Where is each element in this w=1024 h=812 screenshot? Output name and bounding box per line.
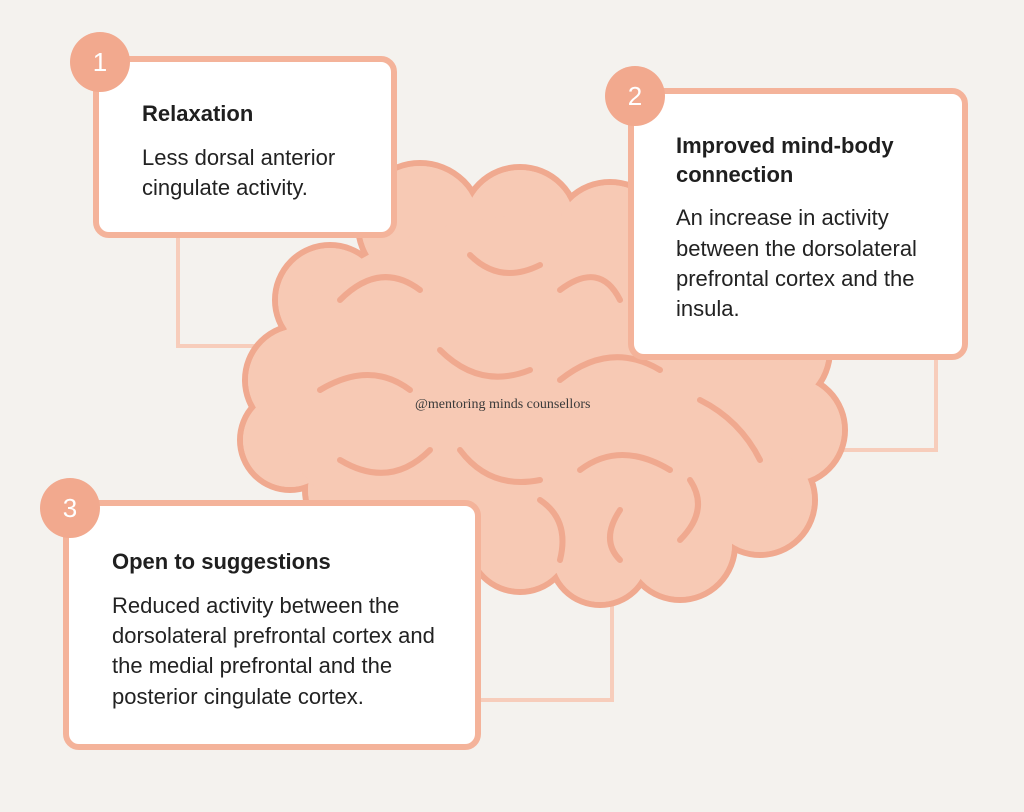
connector-line-2 [820,360,938,452]
number-badge: 2 [605,66,665,126]
card-mind-body-connection: Improved mind-body connection An increas… [628,88,968,360]
connector-line-1 [176,238,290,348]
card-title: Open to suggestions [112,549,331,574]
card-title: Relaxation [142,101,254,126]
card-description: Reduced activity between the dorsolatera… [112,592,435,709]
card-open-to-suggestions: Open to suggestions Reduced activity bet… [63,500,481,750]
number-badge: 1 [70,32,130,92]
card-relaxation: Relaxation Less dorsal anterior cingulat… [93,56,397,238]
card-description: An increase in activity between the dors… [676,205,917,322]
card-description: Less dorsal anterior cingulate activity. [142,144,336,200]
connector-lines [176,238,938,702]
watermark-text: @mentoring minds counsellors [415,397,591,412]
number-badge: 3 [40,478,100,538]
card-title: Improved mind-body connection [676,133,894,187]
brain-folds [317,252,763,563]
connector-line-3 [481,600,614,702]
